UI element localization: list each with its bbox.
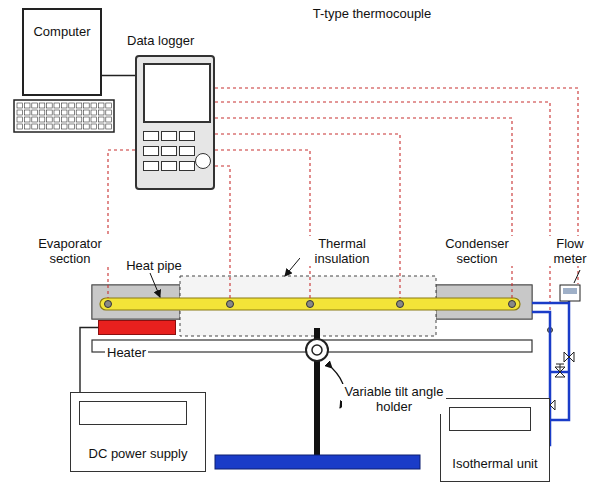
panel-display bbox=[449, 407, 531, 431]
logger-button bbox=[143, 161, 159, 171]
node-label: Computer bbox=[28, 24, 96, 39]
part-label: Variable tilt angle holder bbox=[342, 384, 446, 414]
stand-pole bbox=[314, 352, 320, 456]
thermocouple-label: T-type thermocouple bbox=[300, 6, 444, 21]
pivot-hub bbox=[312, 345, 322, 355]
logger-button bbox=[179, 131, 195, 141]
node-label: Data logger bbox=[125, 33, 196, 48]
isothermal-unit: Isothermal unit bbox=[440, 398, 550, 482]
logger-screen bbox=[143, 63, 211, 123]
section-label: Condenser section bbox=[440, 236, 514, 266]
flow-meter-display bbox=[563, 288, 577, 294]
logger-button bbox=[179, 146, 195, 156]
data-logger: Data logger bbox=[135, 55, 215, 190]
heater-block: Heater bbox=[98, 320, 176, 335]
flow-meter bbox=[560, 285, 580, 301]
part-label: Heat pipe bbox=[118, 258, 190, 273]
logger-button bbox=[143, 146, 159, 156]
node-label: Heater bbox=[105, 345, 148, 360]
logger-knob bbox=[195, 153, 211, 169]
node-label: DC power supply bbox=[71, 446, 205, 461]
logger-button bbox=[161, 146, 177, 156]
stand-base bbox=[215, 455, 420, 469]
logger-button bbox=[179, 161, 195, 171]
panel-display bbox=[79, 401, 187, 425]
logger-button bbox=[143, 131, 159, 141]
pivot bbox=[306, 339, 328, 361]
section-label: Evaporator section bbox=[22, 236, 118, 266]
keyboard bbox=[14, 100, 114, 132]
node-label: Isothermal unit bbox=[441, 456, 549, 471]
heat-pipe bbox=[100, 298, 520, 310]
insulation-leader bbox=[285, 258, 300, 276]
connector-wire bbox=[102, 75, 135, 76]
logger-button bbox=[161, 161, 177, 171]
part-label: Flow meter bbox=[543, 236, 597, 266]
keyboard-keys bbox=[17, 103, 111, 129]
computer-monitor: Computer bbox=[22, 8, 102, 96]
connector-wire bbox=[80, 328, 98, 393]
heat-pipe-leader bbox=[150, 273, 160, 297]
flow-meter-leader bbox=[574, 270, 580, 283]
dc-power-supply: DC power supply bbox=[70, 392, 206, 472]
part-label: Thermal insulation bbox=[300, 236, 384, 266]
logger-button bbox=[161, 131, 177, 141]
